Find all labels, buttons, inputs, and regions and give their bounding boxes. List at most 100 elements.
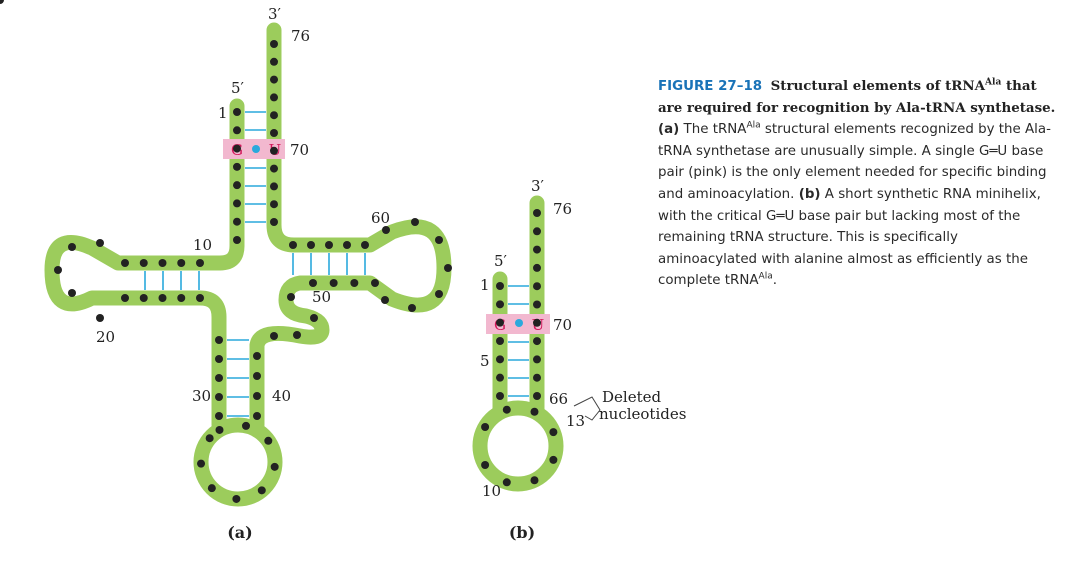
nucleotide	[253, 372, 261, 380]
nucleotide	[309, 279, 317, 287]
deleted-label-line1: Deleted	[602, 388, 661, 406]
figure-caption: FIGURE 27–18 Structural elements of tRNA…	[658, 76, 1058, 292]
panel-b-pos-70: 70	[553, 316, 572, 334]
figure-title-pre: Structural elements of tRNA	[770, 78, 986, 94]
nucleotide	[257, 486, 266, 495]
nucleotide	[533, 227, 541, 236]
nucleotide	[68, 289, 76, 297]
nucleotide	[530, 476, 539, 485]
nucleotide	[270, 75, 278, 84]
panel-a-pos-20: 20	[96, 328, 115, 346]
nucleotide	[253, 412, 261, 420]
panel-a-pos-10: 10	[193, 236, 212, 254]
nucleotide	[270, 164, 278, 173]
panel-b-pos-10: 10	[482, 482, 501, 500]
nucleotide	[121, 259, 129, 267]
nucleotide	[549, 428, 558, 437]
nucleotide	[381, 296, 389, 304]
nucleotide	[408, 304, 416, 312]
nucleotide	[325, 241, 333, 249]
nucleotide	[139, 294, 148, 302]
caption-part-a-label: (a)	[658, 122, 680, 138]
nucleotide	[215, 374, 223, 382]
caption-part-b-label: (b)	[798, 186, 821, 202]
nucleotide	[233, 126, 241, 135]
panel-b-3prime-label: 3′	[531, 177, 545, 195]
panel-a-nucleotides	[0, 0, 452, 503]
nucleotide	[68, 243, 76, 251]
nucleotide	[253, 392, 261, 400]
nucleotide	[361, 241, 369, 249]
panel-a-3prime-label: 3′	[268, 5, 282, 23]
nucleotide	[533, 373, 541, 382]
nucleotide	[270, 40, 278, 48]
nucleotide	[270, 200, 278, 209]
panel-b-pos-5: 5	[480, 352, 490, 370]
figure-title: Structural elements of tRNAAla that are …	[658, 78, 1055, 116]
panel-b-nucleotides	[481, 209, 558, 487]
nucleotide	[533, 282, 541, 291]
nucleotide	[233, 199, 241, 208]
nucleotide	[264, 436, 273, 445]
panel-b-gu-dot	[515, 319, 523, 327]
nucleotide	[502, 478, 511, 487]
panel-b-5prime-label: 5′	[494, 252, 508, 270]
nucleotide	[270, 146, 278, 155]
nucleotide	[307, 241, 315, 249]
panel-a-pos-30: 30	[192, 387, 211, 405]
deleted-bracket	[573, 396, 601, 421]
nucleotide	[270, 129, 278, 137]
nucleotide	[343, 241, 351, 249]
nucleotide	[253, 352, 261, 360]
nucleotide	[435, 236, 443, 244]
nucleotide	[270, 93, 278, 102]
nucleotide	[496, 392, 504, 400]
nucleotide	[533, 355, 541, 364]
nucleotide	[293, 331, 301, 339]
nucleotide	[0, 0, 4, 4]
nucleotide	[215, 355, 223, 363]
figure-number: FIGURE 27–18	[658, 79, 763, 94]
nucleotide	[533, 337, 541, 346]
figure-title-post: that are required for recognition by Ala…	[658, 78, 1056, 116]
nucleotide	[139, 259, 148, 267]
panel-b-structure: G U 3′ 76 5′ 1 70 5 66 13 10 Deleted nuc…	[472, 177, 686, 542]
panel-b-pos-76: 76	[553, 200, 572, 218]
panel-a-pos-1: 1	[218, 104, 228, 122]
nucleotide	[121, 294, 129, 302]
nucleotide	[215, 412, 223, 420]
nucleotide	[481, 461, 490, 469]
caption-part-b-sup: Ala	[758, 271, 773, 282]
nucleotide	[371, 279, 379, 287]
nucleotide	[435, 290, 443, 298]
nucleotide	[481, 423, 490, 431]
panel-a-structure: G U 3′ 76 5′ 1 70 10 60 50 20 30 40 (a)	[0, 0, 452, 542]
panel-a-pos-70: 70	[290, 141, 309, 159]
nucleotide	[96, 314, 104, 322]
nucleotide	[533, 318, 541, 327]
nucleotide	[533, 245, 541, 254]
panel-a-label: (a)	[227, 523, 253, 542]
nucleotide	[496, 373, 504, 382]
panel-a-gu-dot	[252, 145, 260, 153]
panel-b-pos-1: 1	[480, 276, 490, 294]
nucleotide	[270, 182, 278, 191]
panel-a-pos-76: 76	[291, 27, 310, 45]
nucleotide	[496, 318, 504, 327]
nucleotide	[233, 108, 241, 116]
nucleotide	[533, 209, 541, 217]
nucleotide	[233, 162, 241, 171]
nucleotide	[158, 259, 167, 267]
nucleotide	[196, 294, 204, 302]
nucleotide	[233, 217, 241, 226]
nucleotide	[177, 294, 186, 302]
caption-part-a-sup: Ala	[746, 120, 761, 131]
nucleotide	[382, 226, 390, 234]
nucleotide	[533, 392, 541, 400]
panel-a-5prime-label: 5′	[231, 79, 245, 97]
nucleotide	[54, 266, 62, 274]
nucleotide	[329, 279, 338, 287]
nucleotide	[205, 434, 214, 443]
panel-a-pos-50: 50	[312, 288, 331, 306]
caption-part-a-text: structural elements recognized by the Al…	[658, 122, 1051, 202]
